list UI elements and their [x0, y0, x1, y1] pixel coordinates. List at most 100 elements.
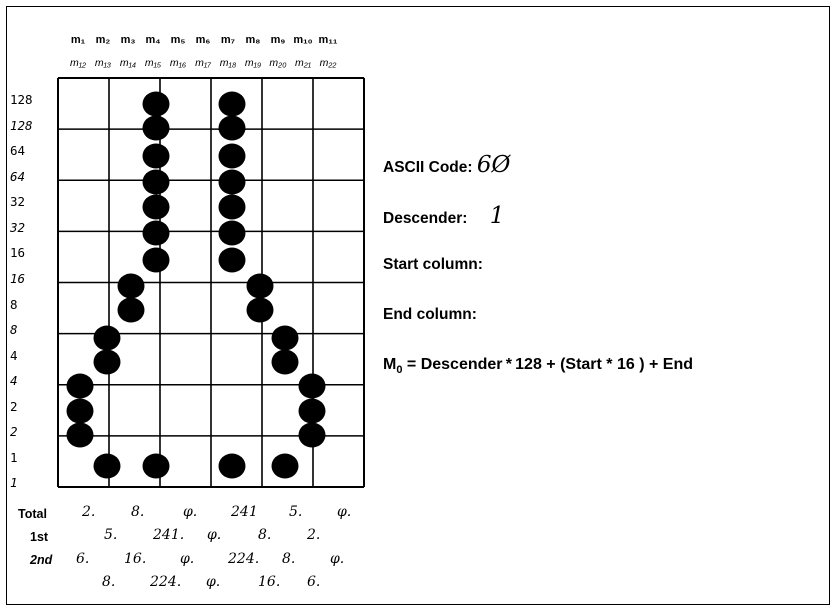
first-value: 5. — [104, 527, 118, 543]
column-header-lower: m₁₆ — [169, 57, 187, 69]
matrix-dot — [218, 194, 246, 220]
form-frame — [6, 6, 830, 605]
column-header-upper: m₈ — [245, 34, 261, 46]
third-value: 16. — [258, 574, 281, 590]
first-label: 1st — [30, 530, 49, 544]
matrix-dot — [117, 273, 145, 299]
second-value: 16. — [124, 551, 147, 567]
column-header-lower: m₁₈ — [219, 57, 237, 69]
matrix-dot — [246, 273, 274, 299]
ascii-code-line: ASCII Code: 6Ø — [383, 152, 510, 178]
bit-weight-label: 64 — [10, 143, 26, 159]
total-label: Total — [18, 507, 47, 521]
column-header-lower: m₁₄ — [119, 57, 137, 69]
matrix-dot — [298, 373, 326, 399]
column-header-upper: m₄ — [145, 34, 161, 46]
bit-weight-label: 4 — [10, 373, 18, 389]
bit-weight-label: 32 — [10, 219, 26, 235]
matrix-dot — [298, 422, 326, 448]
matrix-dot — [218, 115, 246, 141]
second-label: 2nd — [30, 553, 53, 567]
bit-weight-label: 2 — [10, 424, 18, 440]
third-value: 224. — [150, 574, 182, 590]
ascii-code-value: 6Ø — [476, 152, 511, 178]
ascii-code-label: ASCII Code: — [383, 159, 473, 176]
total-value: φ. — [183, 504, 198, 520]
second-value: 224. — [228, 551, 260, 567]
matrix-dot — [218, 169, 246, 195]
matrix-dot — [271, 349, 299, 375]
formula: M0 = Descender * 128 + (Start * 16 ) + E… — [383, 356, 693, 377]
bit-weight-label: 8 — [10, 296, 18, 312]
matrix-dot — [93, 325, 121, 351]
matrix-dot — [142, 115, 170, 141]
column-header-upper: m₅ — [170, 34, 186, 46]
column-header-upper: m₉ — [270, 34, 286, 46]
column-header-upper: m₆ — [195, 34, 211, 46]
matrix-dot — [142, 194, 170, 220]
matrix-dot — [142, 91, 170, 117]
second-value: φ. — [330, 551, 345, 567]
matrix-dot — [66, 422, 94, 448]
matrix-dot — [142, 143, 170, 169]
column-header-lower: m₁₅ — [144, 57, 162, 69]
third-value: 6. — [307, 574, 321, 590]
start-column-label: Start column: — [383, 256, 483, 273]
matrix-dot — [218, 220, 246, 246]
bit-weight-label: 1 — [10, 475, 18, 491]
bit-weight-label: 8 — [10, 322, 18, 338]
matrix-dot — [66, 373, 94, 399]
column-header-upper: m₁₀ — [293, 34, 313, 46]
end-column-label: End column: — [383, 306, 477, 323]
first-value: φ. — [207, 527, 222, 543]
matrix-dot — [271, 325, 299, 351]
second-value: 8. — [282, 551, 296, 567]
matrix-dot — [271, 453, 299, 479]
column-header-upper: m₃ — [120, 34, 136, 46]
bit-weight-label: 16 — [10, 270, 26, 286]
matrix-dot — [218, 453, 246, 479]
matrix-dot — [142, 169, 170, 195]
bit-weight-label: 16 — [10, 245, 26, 261]
first-value: 2. — [307, 527, 321, 543]
bit-weight-label: 1 — [10, 449, 18, 465]
matrix-dot — [93, 453, 121, 479]
bit-weight-label: 128 — [10, 92, 33, 107]
second-value: 6. — [76, 551, 90, 567]
column-header-lower: m₂₂ — [319, 57, 337, 69]
column-header-upper: m₂ — [95, 34, 111, 46]
column-header-upper: m₇ — [220, 34, 236, 46]
bit-weight-label: 2 — [10, 398, 18, 414]
total-value: φ. — [337, 504, 352, 520]
column-header-lower: m₂₀ — [269, 57, 287, 69]
column-header-upper: m₁ — [70, 34, 86, 46]
total-value: 2. — [82, 504, 96, 520]
column-header-lower: m₁₃ — [94, 57, 112, 69]
matrix-dot — [142, 453, 170, 479]
first-value: 241. — [153, 527, 185, 543]
column-header-upper: m₁₁ — [318, 34, 338, 46]
matrix-dot — [218, 91, 246, 117]
second-value: φ. — [180, 551, 195, 567]
total-value: 241 — [231, 504, 258, 520]
matrix-dot — [142, 220, 170, 246]
matrix-dot — [93, 349, 121, 375]
third-value: φ. — [206, 574, 221, 590]
first-value: 8. — [258, 527, 272, 543]
descender-line: Descender: 1 — [383, 203, 504, 229]
bit-weight-label: 32 — [10, 194, 26, 210]
matrix-dot — [246, 297, 274, 323]
matrix-dot — [218, 247, 246, 273]
bit-weight-label: 64 — [10, 168, 26, 184]
third-value: 8. — [102, 574, 116, 590]
matrix-dot — [298, 398, 326, 424]
matrix-dot — [66, 398, 94, 424]
descender-value: 1 — [489, 203, 505, 229]
column-header-lower: m₁₉ — [244, 57, 262, 69]
matrix-dot — [117, 297, 145, 323]
column-header-lower: m₂₁ — [294, 57, 312, 69]
matrix-dot — [142, 247, 170, 273]
total-value: 8. — [131, 504, 145, 520]
column-header-lower: m₁₂ — [69, 57, 87, 69]
